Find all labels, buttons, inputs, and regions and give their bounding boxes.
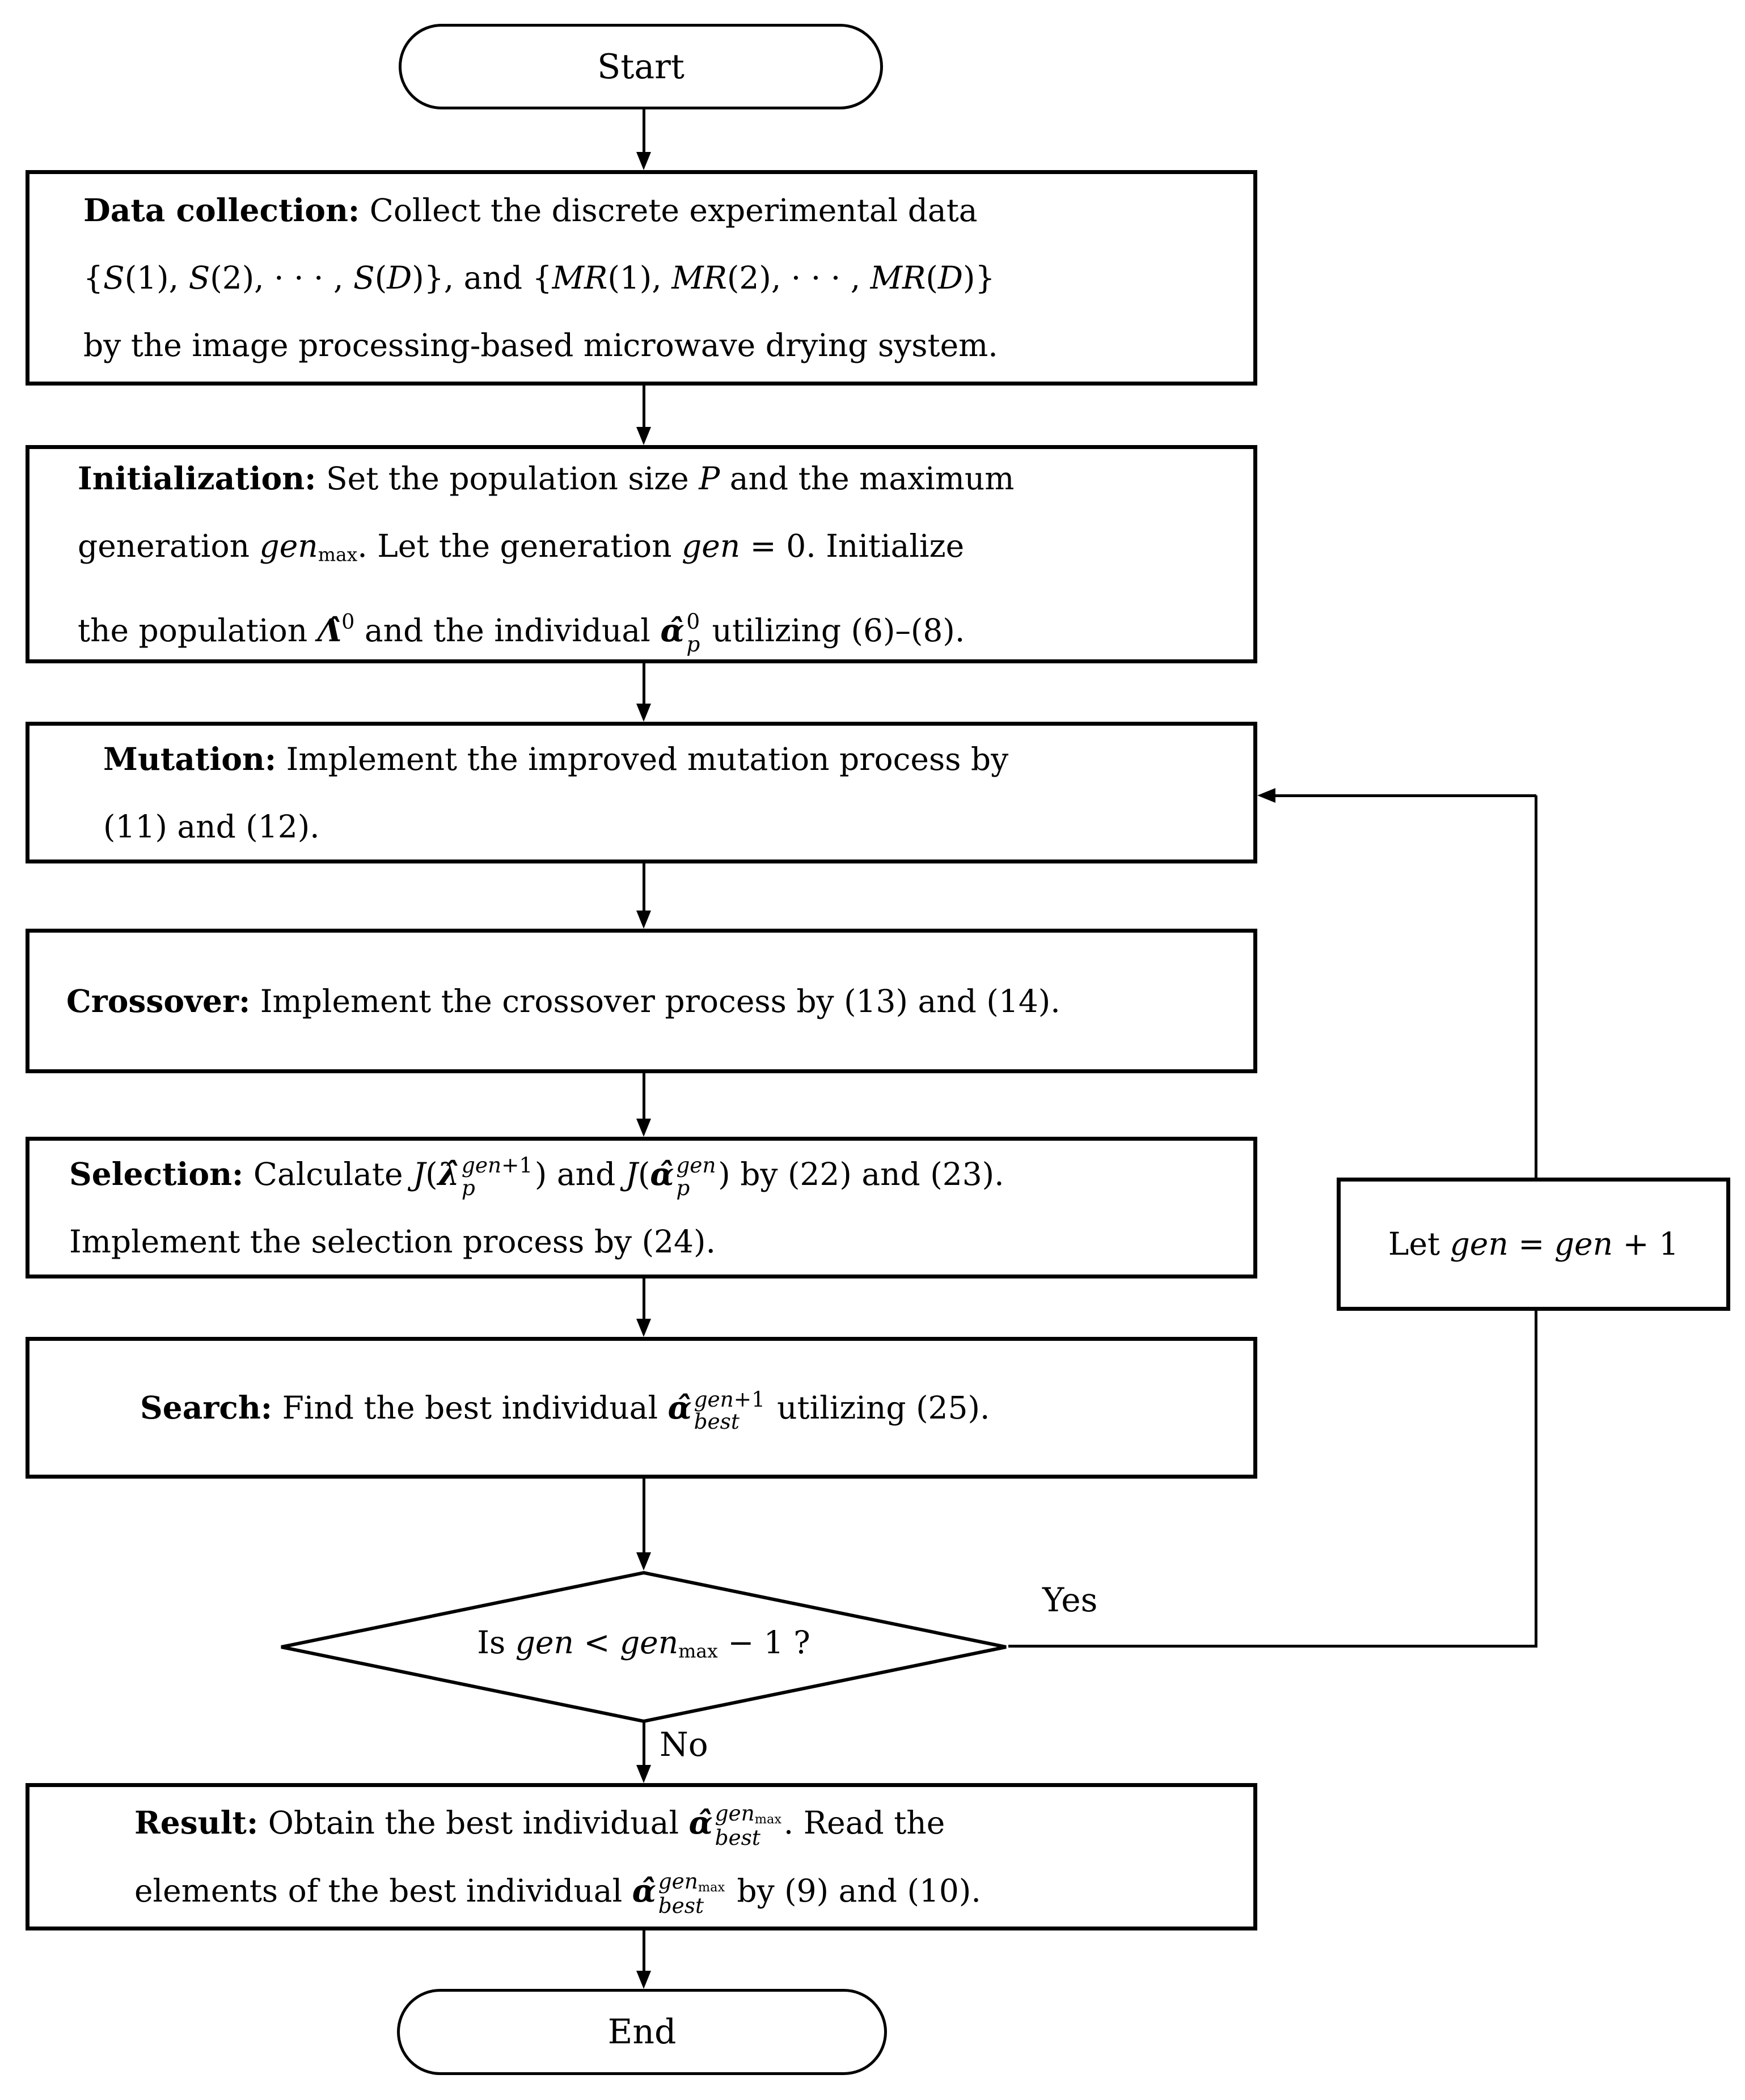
initialization-node: Initialization: Set the population size …: [26, 445, 1257, 663]
arrowhead-search: [636, 1319, 651, 1337]
arrowhead-crossover: [636, 911, 651, 929]
yes-label: Yes: [1042, 1581, 1098, 1619]
arrowhead-feedback-mutation: [1257, 788, 1275, 803]
connector-no-branch: [643, 1722, 645, 1766]
result-node: Result: Obtain the best individual α̂gen…: [26, 1783, 1257, 1930]
start-node: Start: [399, 24, 883, 109]
arrowhead-data-collection: [636, 152, 651, 170]
arrowhead-decision: [636, 1552, 651, 1570]
arrowhead-mutation: [636, 704, 651, 722]
connector-result-to-end: [643, 1930, 645, 1972]
connector-search-to-decision: [643, 1479, 645, 1553]
arrowhead-end: [636, 1971, 651, 1989]
search-node: Search: Find the best individual α̂gen+1…: [26, 1337, 1257, 1479]
no-label: No: [660, 1725, 708, 1764]
connector-mutation-to-crossover: [643, 863, 645, 912]
yes-branch-horizontal-line: [1008, 1645, 1537, 1648]
let-gen-node: Let gen = gen + 1: [1337, 1178, 1730, 1311]
connector-data-to-init: [643, 386, 645, 428]
decision-diamond-shape: [281, 1570, 1007, 1724]
feedback-horizontal-line: [1274, 794, 1536, 797]
decision-node: Is gen < genmax − 1 ?: [477, 1624, 810, 1662]
connector-init-to-mutation: [643, 663, 645, 705]
arrowhead-selection: [636, 1119, 651, 1137]
arrowhead-initialization: [636, 427, 651, 445]
crossover-node: Crossover: Implement the crossover proce…: [26, 929, 1257, 1073]
end-node: End: [397, 1989, 887, 2075]
connector-crossover-to-selection: [643, 1073, 645, 1120]
connector-selection-to-search: [643, 1278, 645, 1320]
end-label: End: [607, 2012, 677, 2052]
connector-start-to-data: [643, 109, 645, 154]
data-collection-node: Data collection: Collect the discrete ex…: [26, 170, 1257, 386]
arrowhead-result: [636, 1765, 651, 1783]
start-label: Start: [597, 46, 685, 87]
mutation-node: Mutation: Implement the improved mutatio…: [26, 722, 1257, 863]
